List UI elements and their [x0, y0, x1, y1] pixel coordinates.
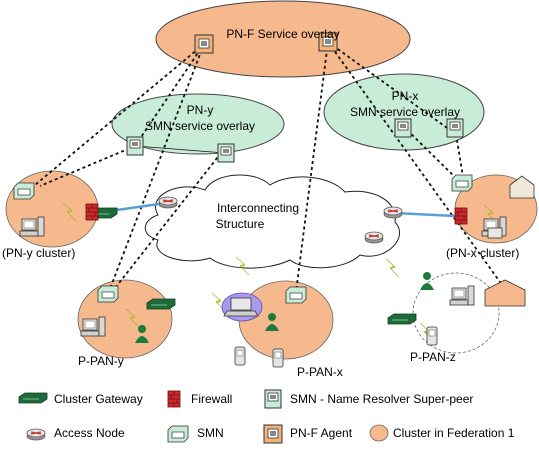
- legend-firewall: Firewall: [191, 392, 232, 406]
- ppan-y-label: P-PAN-y: [78, 354, 124, 368]
- printer-icon: [487, 227, 503, 239]
- legend-access-node: Access Node: [54, 426, 125, 440]
- interconnect-label-line2: Structure: [216, 217, 265, 231]
- legend-cluster-gateway: Cluster Gateway: [54, 392, 143, 406]
- pny-cluster-label: (PN-y cluster): [2, 246, 75, 260]
- pnx-overlay-label-line1: PN-x: [392, 89, 419, 103]
- interconnect-label-line1: Interconnecting: [217, 201, 299, 215]
- legend-cluster-federation: Cluster in Federation 1: [393, 426, 515, 440]
- legend-smn: SMN: [197, 426, 224, 440]
- pnx-cluster-label: (PN-x cluster): [446, 246, 519, 260]
- laptop-icon: [221, 292, 263, 322]
- legend-smn-superpeer: SMN - Name Resolver Super-peer: [290, 392, 473, 406]
- pny-overlay-label-line1: PN-y: [187, 103, 214, 117]
- overlay-links: [34, 41, 511, 297]
- legend: Cluster Gateway Firewall SMN - Name Reso…: [18, 389, 515, 444]
- ppan-z-label: P-PAN-z: [410, 350, 456, 364]
- pnf-service-overlay: [155, 0, 411, 78]
- ppan-x-label: P-PAN-x: [297, 365, 343, 379]
- interconnecting-cloud: [144, 174, 401, 269]
- legend-pnf-agent: PN-F Agent: [290, 426, 353, 440]
- pny-overlay-label-line2: SMN service overlay: [145, 119, 255, 133]
- house-icon: [484, 175, 535, 307]
- pnf-overlay-label: PN-F Service overlay: [226, 27, 339, 41]
- pnx-overlay-label-line2: SMN service overlay: [350, 105, 460, 119]
- pny-smn-overlay: [111, 93, 285, 155]
